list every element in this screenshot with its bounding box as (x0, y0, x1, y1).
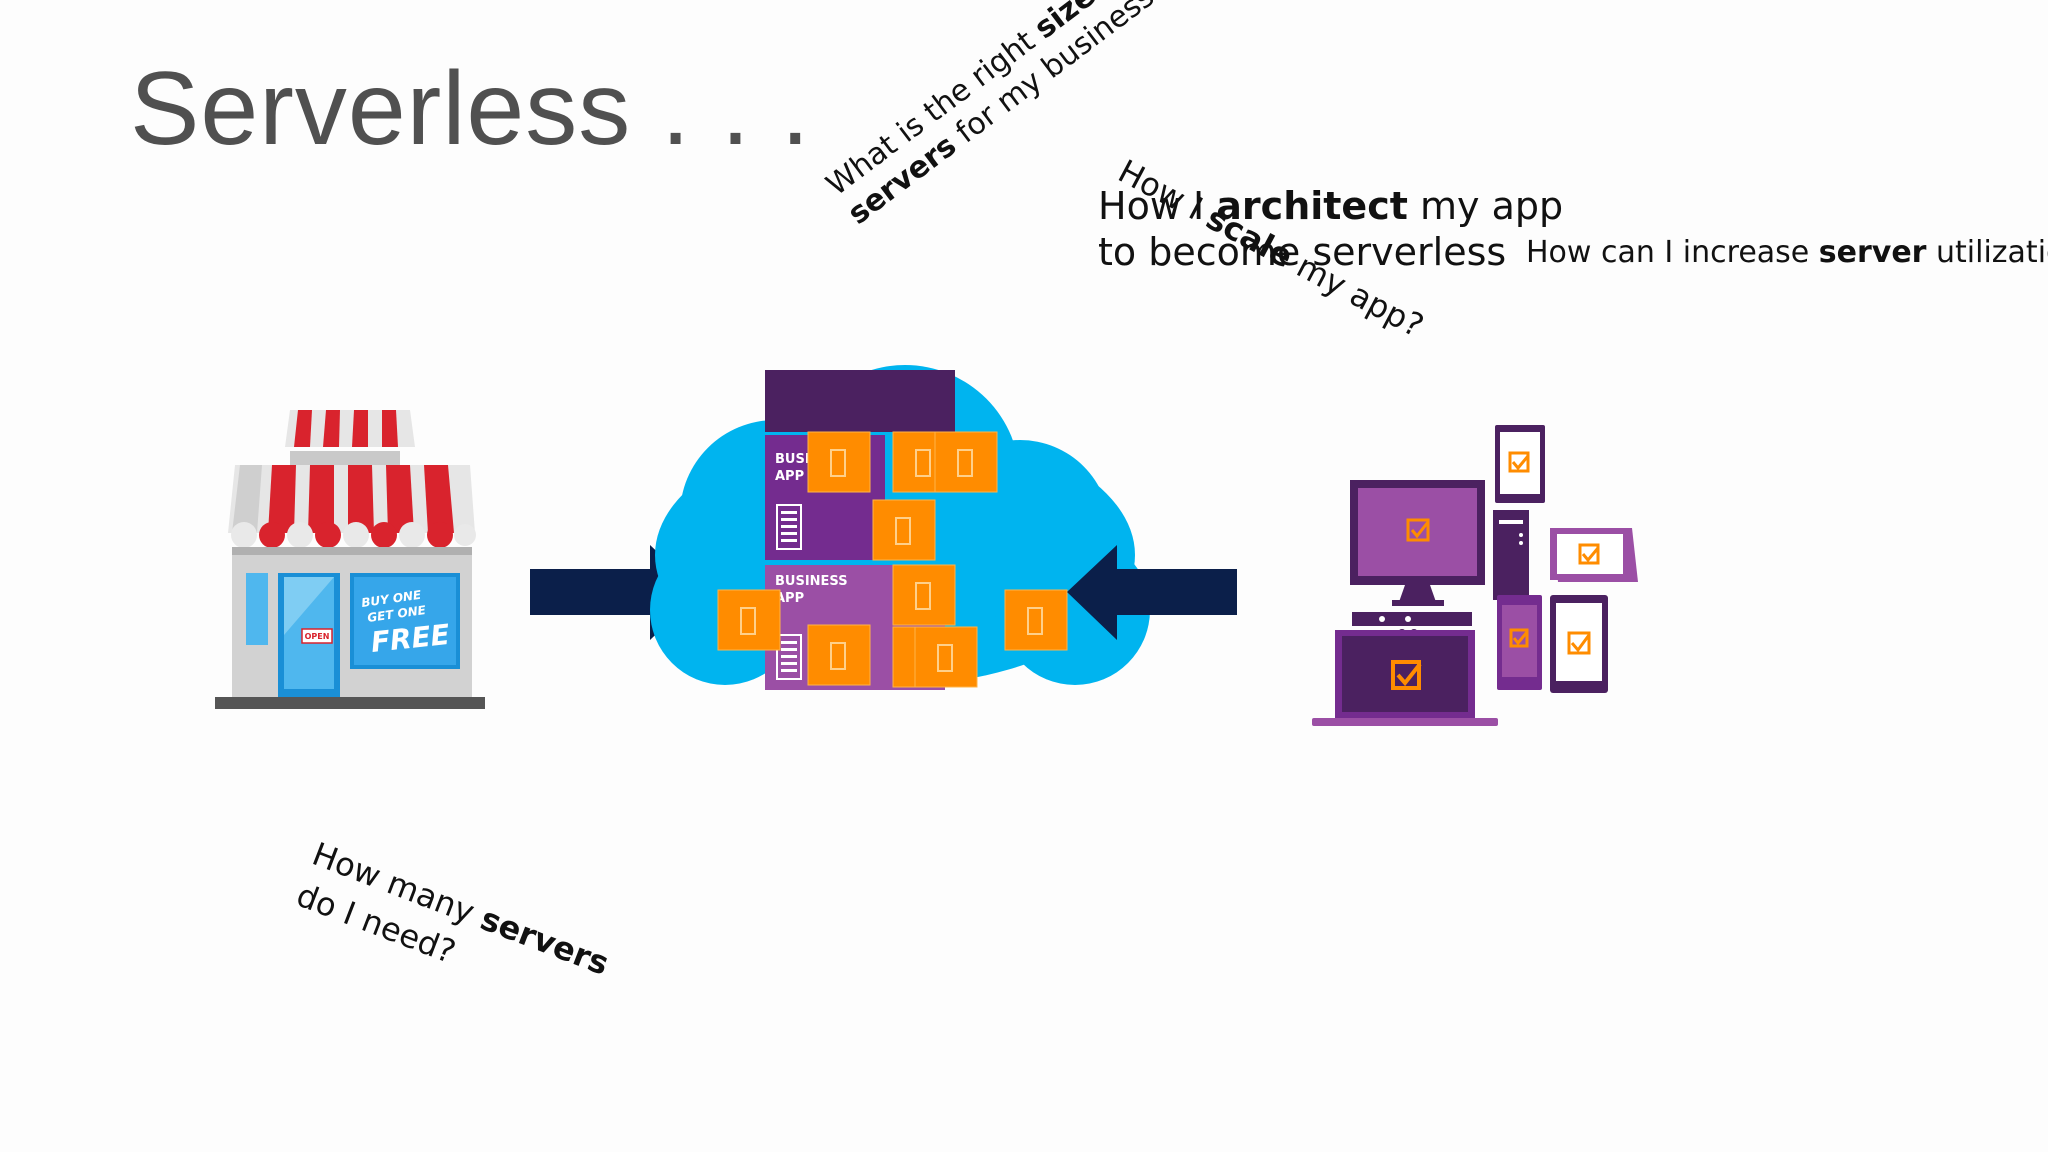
cloud-illustration: BUSI APP BUSINESS APP (650, 365, 1150, 690)
desktop-tower (1493, 510, 1529, 600)
storefront-left-window (246, 573, 268, 645)
app2-label-line2: APP (775, 591, 804, 606)
checkbox-icon (1406, 518, 1430, 542)
storefront-main-awning (228, 465, 476, 548)
checkbox-icon (1578, 543, 1600, 565)
question-server-utilization: How can I increase server utilization? (1526, 235, 2048, 270)
question-architect-app: How I architect my app to become serverl… (1098, 184, 1564, 274)
open-sign-label: OPEN (305, 632, 330, 641)
tablet-portrait (1550, 595, 1608, 693)
slide-title: Serverless . . . (130, 51, 811, 167)
server-icons (740, 449, 1043, 672)
purple-header-block (765, 370, 955, 432)
app1-label-line1: BUSI (775, 452, 810, 467)
open-sign (301, 628, 333, 644)
server-tiles (717, 431, 1068, 688)
checkbox-icon (1391, 660, 1422, 690)
app2-label-line1: BUSINESS (775, 574, 848, 589)
store-sign-line3: FREE (369, 618, 451, 659)
storefront-base (215, 697, 485, 709)
devices-illustration (1312, 425, 1638, 726)
checkbox-icon (1508, 451, 1530, 473)
building-icon (776, 634, 802, 680)
arrow-left (1067, 545, 1237, 640)
checkbox-icon (1509, 628, 1529, 648)
storefront-illustration: OPEN BUY ONE GET ONE FREE (215, 410, 485, 709)
storefront-top-awning (285, 410, 415, 467)
question-server-count: How many servers do I need? (291, 834, 615, 983)
building-icon (776, 504, 802, 550)
tablet-landscape (1550, 528, 1638, 582)
laptop (1312, 630, 1498, 726)
checkbox-icon (1567, 631, 1591, 655)
keyboard (1352, 612, 1472, 626)
desktop-monitor (1350, 480, 1485, 606)
app1-label-line2: APP (775, 469, 804, 484)
